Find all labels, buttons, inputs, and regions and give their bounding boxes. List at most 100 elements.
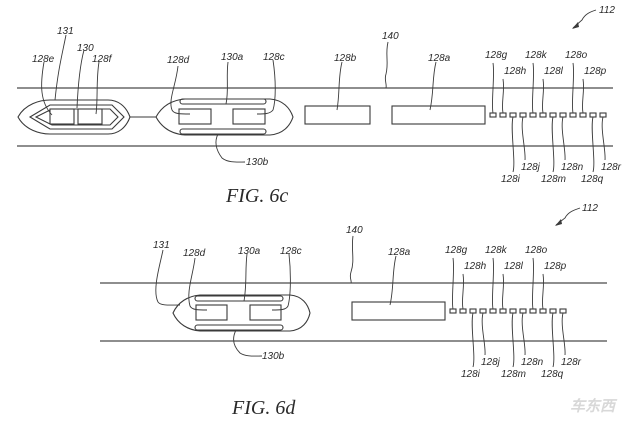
ref-label-128r: 128r	[561, 357, 582, 368]
sensor-block-left	[195, 304, 228, 321]
sensor-128r	[599, 112, 607, 118]
leader-128l	[541, 78, 545, 114]
sensor-128g	[449, 308, 457, 314]
leader-128h	[501, 78, 505, 114]
leader-130a	[243, 253, 248, 302]
ref-label-128a: 128a	[388, 247, 411, 258]
leader-128j	[481, 312, 486, 356]
leader-128g	[491, 62, 495, 114]
leader-128h	[461, 273, 465, 310]
leader-130	[76, 49, 85, 109]
sensor-128g	[489, 112, 497, 118]
sensor-128q	[549, 308, 557, 314]
capsule-pod: 128d 130a 128c 130b	[155, 52, 294, 168]
sensor-128r	[559, 308, 567, 314]
ref-label-128a: 128a	[428, 53, 451, 64]
system-ref-label: 112	[582, 203, 598, 214]
leader-130b	[215, 133, 246, 163]
lane-ref-label: 140	[382, 31, 399, 42]
ref-label-128m: 128m	[541, 174, 566, 185]
ref-label-128c: 128c	[280, 246, 302, 257]
leader-128d	[188, 257, 208, 311]
sensor-block-right	[77, 108, 103, 125]
leader-128p	[581, 78, 585, 114]
sensor-128j	[519, 112, 527, 118]
ref-label-128r: 128r	[601, 162, 622, 173]
leader-128e	[41, 61, 53, 116]
ref-label-131: 131	[153, 240, 170, 251]
sensor-128i	[469, 308, 477, 314]
sensor-block-right	[249, 304, 282, 321]
leader-128q	[591, 116, 595, 173]
leader-128d	[170, 65, 191, 115]
system-ref-arrow	[555, 207, 581, 226]
ref-label-128i: 128i	[501, 174, 521, 185]
leader-131	[54, 34, 67, 101]
leader-130a	[225, 61, 229, 105]
ref-label-128f: 128f	[92, 54, 113, 65]
sensor-128o	[529, 308, 537, 314]
rail-top	[179, 98, 267, 105]
leader-128n	[521, 312, 526, 356]
sensor-128h	[499, 112, 507, 118]
leader-128q	[551, 312, 555, 368]
leader-128n	[561, 116, 566, 161]
ref-label-128g: 128g	[485, 50, 508, 61]
sensor-128l	[539, 112, 547, 118]
ref-label-128h: 128h	[504, 66, 527, 77]
ref-label-130b: 130b	[262, 351, 285, 362]
ref-label-128j: 128j	[521, 162, 541, 173]
sensor-128m	[509, 308, 517, 314]
rail-bottom	[194, 324, 284, 331]
watermark: 车东西	[570, 397, 618, 415]
leader-128m	[511, 312, 515, 368]
ref-label-128i: 128i	[461, 369, 481, 380]
ref-label-128q: 128q	[541, 369, 564, 380]
sensor-128i	[509, 112, 517, 118]
ref-label-128q: 128q	[581, 174, 604, 185]
sensor-128o	[569, 112, 577, 118]
ref-label-128k: 128k	[485, 245, 508, 256]
leader-128o	[571, 62, 575, 114]
leader-128g	[451, 257, 455, 310]
figure-6c: 112 140 131 130 128e 128f	[17, 5, 622, 185]
ref-label-128b: 128b	[334, 53, 357, 64]
hex-outer	[28, 104, 125, 130]
ref-label-128o: 128o	[525, 245, 548, 256]
leader-128j	[521, 116, 526, 161]
sensor-128h	[459, 308, 467, 314]
ref-label-128k: 128k	[525, 50, 548, 61]
block-128a	[391, 105, 486, 125]
ref-label-128m: 128m	[501, 369, 526, 380]
leader-128p	[541, 273, 545, 310]
arrowhead-icon	[555, 219, 562, 226]
ref-label-128o: 128o	[565, 50, 588, 61]
leader-128f	[95, 61, 100, 115]
sensor-128m	[549, 112, 557, 118]
ref-label-128d: 128d	[167, 55, 190, 66]
leader-128b	[336, 61, 343, 111]
system-ref-arrow	[572, 9, 597, 29]
pod-outer-shell	[172, 294, 311, 332]
leader-128r	[561, 312, 566, 356]
lane-leader	[384, 41, 389, 89]
ref-label-131: 131	[57, 26, 74, 37]
ref-label-128c: 128c	[263, 52, 285, 63]
leader-128i	[471, 312, 475, 368]
hex-pod: 131 130 128e 128f	[17, 26, 131, 135]
sensor-128p	[539, 308, 547, 314]
ref-label-128p: 128p	[584, 66, 607, 77]
ref-label-130a: 130a	[221, 52, 244, 63]
leader-128a	[389, 255, 397, 306]
leader-128k	[491, 257, 495, 310]
rail-bottom	[179, 128, 267, 135]
ref-label-130a: 130a	[238, 246, 261, 257]
hex-inner	[34, 108, 119, 126]
arrowhead-icon	[572, 22, 579, 29]
ref-label-128n: 128n	[521, 357, 544, 368]
sensor-128k	[489, 308, 497, 314]
sensor-block-left	[178, 108, 212, 125]
block-128a	[351, 301, 446, 321]
leader-128r	[601, 116, 606, 161]
sensor-array: 128g128h128i128j128k128l128m128n128o128p…	[445, 245, 582, 380]
